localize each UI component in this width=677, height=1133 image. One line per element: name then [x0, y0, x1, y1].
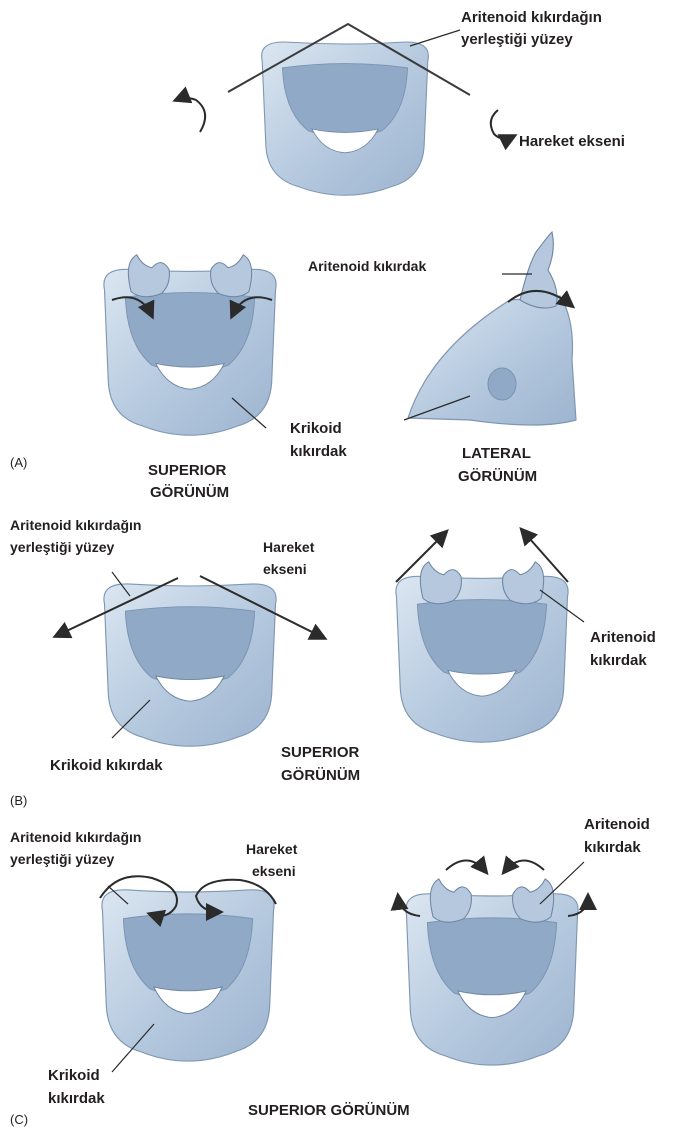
rotation-arrow-left-icon [176, 98, 205, 132]
panel-letter-b: (B) [10, 793, 27, 808]
label-axis-b-line1: Hareket [263, 539, 315, 555]
label-lateral-line1: LATERAL [462, 445, 531, 462]
label-cricoid-c-line2: kıkırdak [48, 1090, 105, 1107]
label-cricoid-a-line2: kıkırdak [290, 443, 347, 460]
label-cricoid-a-line1: Krikoid [290, 420, 342, 437]
cricoid-superior-view-c-left [102, 890, 274, 1061]
label-superior-b-line1: SUPERIOR [281, 744, 360, 761]
label-axis-b-line2: ekseni [263, 561, 307, 577]
label-facet-c-line2: yerleştiği yüzey [10, 851, 114, 867]
label-facet-line2: yerleştiği yüzey [461, 31, 573, 48]
label-arytenoid-c-line2: kıkırdak [584, 839, 641, 856]
cricoid-superior-view-a [104, 255, 276, 435]
label-facet-line1: Aritenoid kıkırdağın [461, 9, 602, 26]
panel-a: Aritenoid kıkırdağın yerleştiği yüzey Ha… [10, 9, 625, 501]
label-facet-c-line1: Aritenoid kıkırdağın [10, 829, 141, 845]
label-arytenoid-b-line2: kıkırdak [590, 652, 647, 669]
panel-letter-c: (C) [10, 1112, 28, 1127]
panel-letter-a: (A) [10, 455, 27, 470]
label-superior-c: SUPERIOR GÖRÜNÜM [248, 1102, 410, 1119]
label-cricoid-c-line1: Krikoid [48, 1067, 100, 1084]
rotation-arrow-c-top-left-icon [446, 860, 486, 872]
label-cricoid-b: Krikoid kıkırdak [50, 757, 163, 774]
label-superior-a-line1: SUPERIOR [148, 462, 227, 479]
label-facet-b-line2: yerleştiği yüzey [10, 539, 114, 555]
leader-facet-top [410, 30, 460, 46]
label-arytenoid-a: Aritenoid kıkırdak [308, 258, 426, 274]
label-superior-a-line2: GÖRÜNÜM [150, 484, 229, 501]
lateral-view [408, 232, 576, 425]
cricoid-top-view [262, 42, 429, 195]
cricoid-superior-view-b-right [396, 562, 568, 742]
label-lateral-line2: GÖRÜNÜM [458, 468, 537, 485]
cricoid-superior-view-c-right [406, 879, 578, 1065]
panel-c: Aritenoid kıkırdağın yerleştiği yüzey Ha… [10, 816, 650, 1127]
panel-b: Aritenoid kıkırdağın yerleştiği yüzey Ha… [10, 517, 656, 808]
label-axis-c-line2: ekseni [252, 863, 296, 879]
label-facet-b-line1: Aritenoid kıkırdağın [10, 517, 141, 533]
rotation-arrow-c-top-right-icon [504, 860, 544, 872]
label-axis-top: Hareket ekseni [519, 133, 625, 150]
label-axis-c-line1: Hareket [246, 841, 298, 857]
label-superior-b-line2: GÖRÜNÜM [281, 767, 360, 784]
rotation-arrow-right-icon [491, 110, 514, 139]
cricoid-superior-view-b-left [104, 584, 276, 746]
label-arytenoid-b-line1: Aritenoid [590, 629, 656, 646]
label-arytenoid-c-line1: Aritenoid [584, 816, 650, 833]
